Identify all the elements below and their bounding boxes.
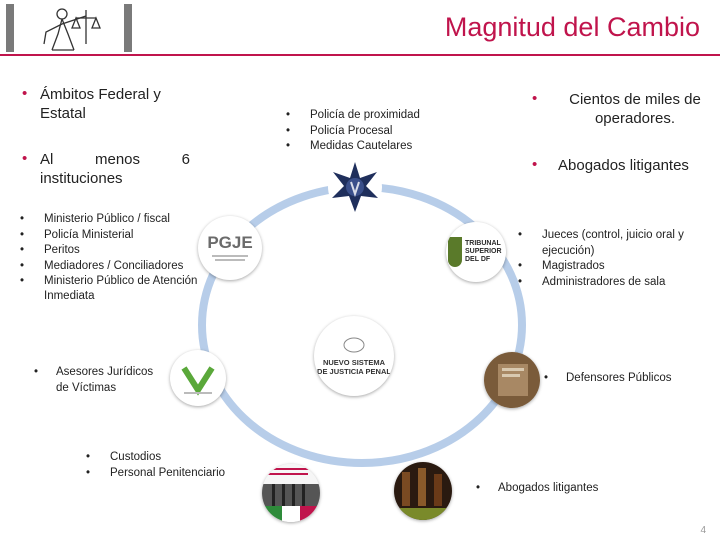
- list-item: Administradores de sala: [518, 275, 708, 291]
- instituciones-line1: Al menos 6: [40, 150, 190, 169]
- logo-bar-right: [124, 4, 132, 52]
- police-star-icon: [332, 162, 378, 212]
- page-number: 4: [700, 525, 706, 536]
- jueces-line2: ejecución): [542, 244, 595, 257]
- list-item: Policía Procesal: [286, 124, 466, 140]
- tribunal-line3: DEL DF: [465, 256, 491, 263]
- pgje-subtitle-lines: [207, 255, 252, 261]
- list-item: Mediadores / Conciliadores: [20, 259, 220, 275]
- tribunal-j-icon: [448, 237, 462, 267]
- police-star-emblem: [328, 160, 382, 214]
- list-item: Peritos: [20, 243, 220, 259]
- defensores-block: • Defensores Públicos: [544, 372, 672, 384]
- instituciones-line2: instituciones: [40, 170, 123, 187]
- list-item: Jueces (control, juicio oral y ejecución…: [518, 228, 708, 259]
- pgje-emblem: PGJE: [198, 216, 262, 280]
- penitenciario-emblem: [262, 464, 320, 522]
- page-title: Magnitud del Cambio: [444, 12, 700, 42]
- prison-icon: [262, 464, 320, 522]
- building-icon: [484, 352, 540, 408]
- defensoria-emblem: [484, 352, 540, 408]
- asesores-block: • Asesores Jurídicos de Víctimas: [34, 366, 154, 394]
- list-item: Medidas Cautelares: [286, 139, 466, 155]
- lawyers-icon: [394, 462, 452, 520]
- lady-justice-icon: [43, 8, 101, 51]
- jueces-list: Jueces (control, juicio oral y ejecución…: [518, 228, 708, 290]
- victims-emblem: [170, 350, 226, 406]
- eagle-seal-icon: [343, 337, 365, 352]
- cientos-line2: operadores.: [594, 110, 676, 127]
- list-item: Magistrados: [518, 259, 708, 275]
- logo-bar-left: [6, 4, 14, 52]
- ministerio-list: Ministerio Público / fiscal Policía Mini…: [20, 212, 220, 290]
- abogados-top-label: Abogados litigantes: [558, 157, 689, 174]
- v-check-icon: [181, 366, 215, 396]
- list-item: Custodios: [86, 450, 266, 466]
- list-item: Personal Penitenciario: [86, 466, 266, 482]
- ambitos-line1: Ámbitos Federal y: [40, 86, 161, 103]
- bullet-abogados-top: • Abogados litigantes: [532, 156, 712, 175]
- tribunal-emblem: TRIBUNAL SUPERIOR DEL DF: [446, 222, 506, 282]
- cientos-line1: Cientos de miles de: [569, 91, 701, 108]
- tribunal-line2: SUPERIOR: [465, 248, 502, 255]
- bullet-cientos: • Cientos de miles de operadores.: [532, 90, 712, 128]
- asesores-line2: de Víctimas: [56, 382, 117, 394]
- list-item: Policía de proximidad: [286, 108, 466, 124]
- word-al: Al: [40, 151, 54, 168]
- defensores-label: Defensores Públicos: [566, 372, 672, 384]
- list-continuation: Inmediata: [44, 290, 95, 302]
- asesores-line1: Asesores Jurídicos: [56, 366, 154, 378]
- jueces-line1: Jueces (control, juicio oral y: [542, 229, 684, 241]
- bullet-ambitos: • Ámbitos Federal y Estatal: [22, 85, 212, 123]
- list-item: Ministerio Público de Atención: [20, 274, 220, 290]
- policia-list: Policía de proximidad Policía Procesal M…: [286, 108, 466, 155]
- word-menos: menos: [94, 151, 141, 168]
- pgje-label: PGJE: [207, 233, 253, 252]
- tribunal-line1: TRIBUNAL: [465, 240, 501, 247]
- ambitos-line2: Estatal: [40, 105, 86, 122]
- title-underline: [0, 54, 720, 56]
- custodios-list: Custodios Personal Penitenciario: [86, 450, 266, 481]
- center-logo-line2: DE JUSTICIA PENAL: [317, 366, 391, 376]
- list-item: Ministerio Público / fiscal: [20, 212, 220, 228]
- list-item: Policía Ministerial: [20, 228, 220, 244]
- word-seis: 6: [181, 151, 190, 168]
- abogados-bottom-block: • Abogados litigantes: [476, 482, 599, 494]
- abogados-emblem: [394, 462, 452, 520]
- center-logo-emblem: NUEVO SISTEMA DE JUSTICIA PENAL: [314, 316, 394, 396]
- bullet-instituciones: • Al menos 6 instituciones: [22, 150, 212, 188]
- center-logo-line1: NUEVO SISTEMA: [322, 357, 386, 367]
- abogados-bottom-label: Abogados litigantes: [498, 482, 599, 494]
